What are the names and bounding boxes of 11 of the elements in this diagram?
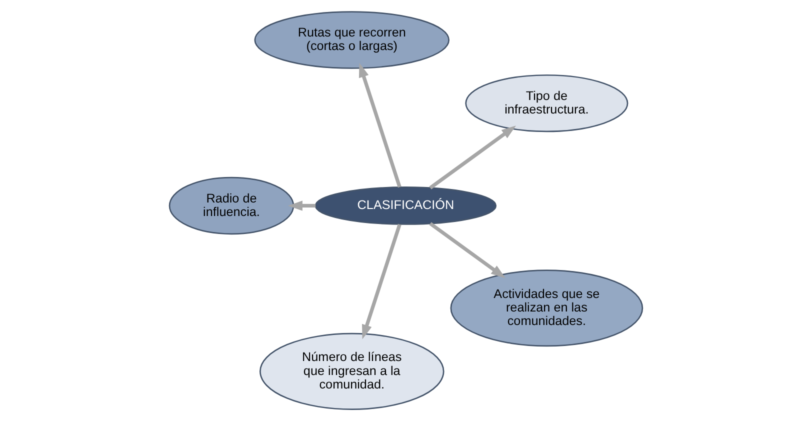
- node-ellipse: Rutas que recorren (cortas o largas): [254, 11, 450, 69]
- node-ellipse: Actividades que se realizan en las comunidades.: [450, 270, 644, 347]
- arrow: [288, 200, 316, 211]
- arrow: [362, 224, 402, 340]
- node-ellipse: Radio de influencia.: [168, 176, 294, 235]
- arrow: [429, 222, 506, 278]
- node-ellipse: Número de líneas que ingresan a la comunidad.: [260, 332, 444, 410]
- node-ellipse: CLASIFICACIÓN: [314, 186, 497, 225]
- arrow: [429, 126, 516, 190]
- node-ellipse: Tipo de infraestructura.: [465, 74, 628, 132]
- arrow: [358, 62, 402, 188]
